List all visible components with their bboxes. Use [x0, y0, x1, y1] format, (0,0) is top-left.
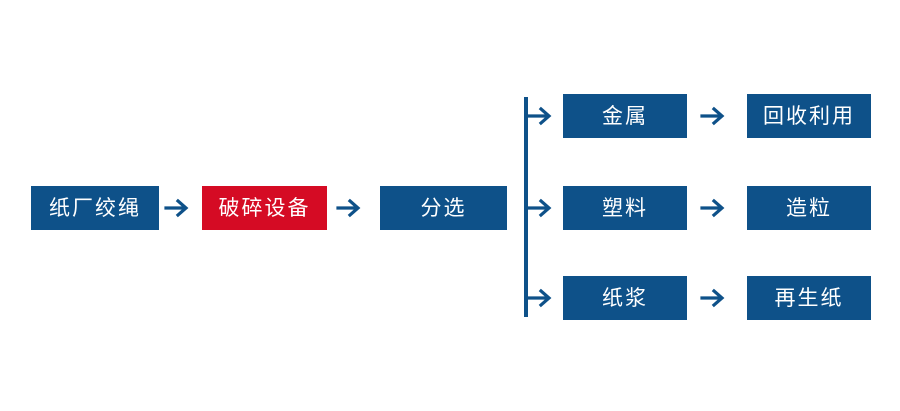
node-pulp[interactable]: 纸浆 [563, 276, 687, 320]
arrow-right-icon-input-to-crusher [164, 196, 192, 220]
arrow-right-icon-pulp-to-recycled-paper [700, 286, 728, 310]
node-crushing-equipment[interactable]: 破碎设备 [202, 186, 327, 230]
node-metal[interactable]: 金属 [563, 94, 687, 138]
node-sorting[interactable]: 分选 [380, 186, 507, 230]
arrow-right-icon-crusher-to-sorting [336, 196, 364, 220]
branch-arrow-right-icon-metal [526, 104, 556, 128]
node-recycle-reuse[interactable]: 回收利用 [747, 94, 871, 138]
node-plastic[interactable]: 塑料 [563, 186, 687, 230]
branch-arrow-right-icon-plastic [526, 196, 556, 220]
arrow-right-icon-metal-to-recycle [700, 104, 728, 128]
node-recycled-paper[interactable]: 再生纸 [747, 276, 871, 320]
node-pelletizing[interactable]: 造粒 [747, 186, 871, 230]
node-paper-mill-rope[interactable]: 纸厂绞绳 [31, 186, 159, 230]
branch-arrow-right-icon-pulp [526, 286, 556, 310]
arrow-right-icon-plastic-to-pelletize [700, 196, 728, 220]
